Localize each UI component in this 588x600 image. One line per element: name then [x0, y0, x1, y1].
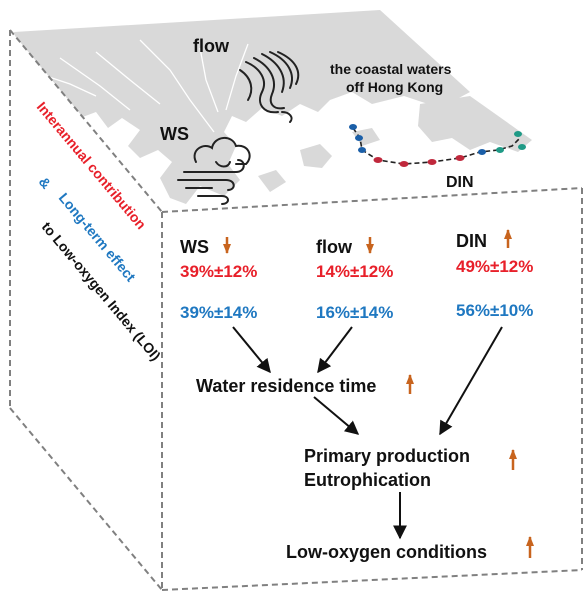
- driver-flow-interannual: 14%±12%: [316, 262, 393, 281]
- map-top-face: flow WS the coastal waters off Hong Kong…: [10, 8, 582, 212]
- island-2: [258, 170, 286, 192]
- land-mass: [14, 10, 470, 204]
- cube-frame: [9, 29, 583, 591]
- din-station-label: DIN: [446, 174, 474, 191]
- arrow-ws-to-residence: [232, 326, 271, 374]
- arrow-flow-to-residence: [317, 326, 353, 374]
- arrow-din-to-production: [439, 326, 503, 436]
- low-oxygen-label: Low-oxygen conditions: [286, 542, 487, 562]
- station-markers: [349, 124, 526, 167]
- flow-label: flow: [193, 36, 230, 56]
- driver-din-long-term: 56%±10%: [456, 301, 533, 320]
- driver-din-interannual: 49%±12%: [456, 257, 533, 276]
- wind-icon: [239, 51, 300, 123]
- island-east: [418, 96, 532, 152]
- front-face: WS 39%±12% 39%±14% flow 14%±12% 16%±14% …: [180, 229, 534, 562]
- driver-din-label: DIN: [456, 231, 487, 251]
- arrow-residence-to-production: [313, 396, 360, 435]
- driver-flow-label: flow: [316, 237, 353, 257]
- ws-label: WS: [160, 124, 189, 144]
- driver-ws-interannual: 39%±12%: [180, 262, 257, 281]
- driver-flow-long-term: 16%±14%: [316, 303, 393, 322]
- driver-ws-label: WS: [180, 237, 209, 257]
- driver-ws-long-term: 39%±14%: [180, 303, 257, 322]
- rivers: [39, 39, 249, 133]
- cloud-wind-icon: [177, 137, 251, 205]
- residence-time-label: Water residence time: [196, 376, 376, 396]
- island-1: [300, 144, 332, 168]
- region-label-line1: the coastal waters: [330, 61, 452, 77]
- region-label-line2: off Hong Kong: [346, 79, 443, 95]
- eutrophication-label: Eutrophication: [304, 470, 431, 490]
- island-3: [352, 128, 380, 146]
- primary-production-label: Primary production: [304, 446, 470, 466]
